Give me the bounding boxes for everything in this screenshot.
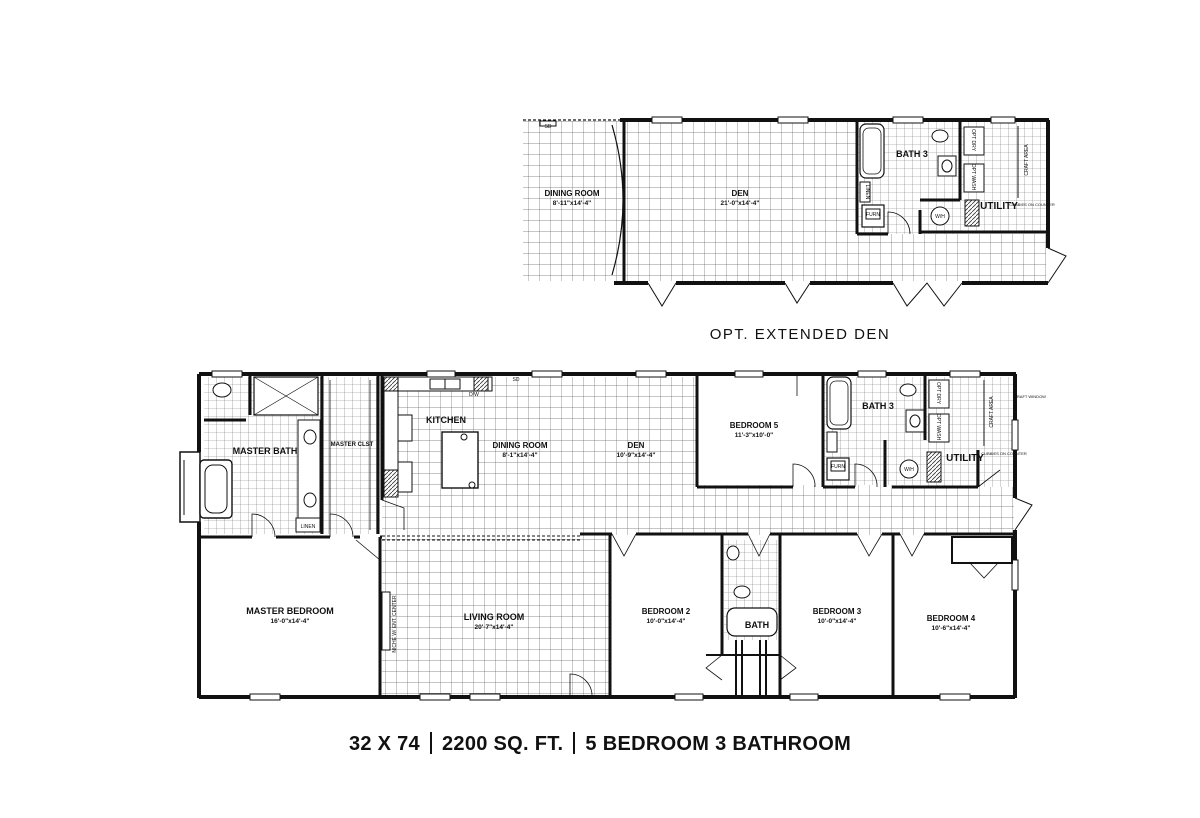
furn-label: FURN <box>831 464 845 470</box>
master-clst-label: MASTER CLST <box>331 442 374 448</box>
main-floor-plan: LINEN D/W SD FURN <box>179 370 1046 701</box>
bedroom5-label: BEDROOM 5 <box>730 421 779 430</box>
bedroom4-label: BEDROOM 4 <box>927 614 976 623</box>
bedroom4-dims: 10'-6"x14'-4" <box>932 625 971 632</box>
bath3-toilet <box>899 383 917 397</box>
master-linen <box>295 517 321 533</box>
main-interior-walls <box>199 374 1015 697</box>
divider <box>429 732 432 754</box>
opt-dining-room-dims: 8'-11"x14'-4" <box>553 200 592 207</box>
opt-craft-area-label: CRAFT AREA <box>1024 144 1030 176</box>
kitchen-range <box>397 414 413 442</box>
bedroom5-dims: 11'-3"x10'-0" <box>735 432 774 439</box>
living-room-dims: 20'-7"x14'-4" <box>475 624 514 631</box>
opt-cubbies-label: CUBBIES ON COUNTER <box>1009 202 1055 207</box>
hall-bath-tub <box>726 607 778 637</box>
opt-utility-label: UTILITY <box>980 201 1018 212</box>
main-windows <box>211 370 1019 701</box>
master-linen-label: LINEN <box>301 524 316 530</box>
plan-summary: 32 X 74 2200 SQ. FT. 5 BEDROOM 3 BATHROOM <box>0 732 1200 756</box>
master-bath-label: MASTER BATH <box>233 446 298 456</box>
bedroom4-closet <box>951 536 1013 564</box>
opt-toilet <box>931 129 949 143</box>
bedroom2-dims: 10'-0"x14'-4" <box>647 618 686 625</box>
master-clst-tiles <box>324 377 380 534</box>
den-dims: 10'-9"x14'-4" <box>617 452 656 459</box>
opt-den-label: DEN <box>732 189 749 198</box>
square-footage: 2200 SQ. FT. <box>441 733 564 755</box>
kitchen-island <box>441 431 479 489</box>
main-sd-label: SD <box>513 377 520 383</box>
optional-extended-den-plan: LINEN FURN W/H OPT DRY OPT WASH CRAFT AR… <box>523 116 1067 307</box>
bath3-label: BATH 3 <box>862 401 894 411</box>
craft-area-label-main: CRAFT AREA <box>989 396 995 428</box>
divider <box>573 732 576 754</box>
opt-dining-arch <box>611 124 624 276</box>
bedroom3-label: BEDROOM 3 <box>813 607 862 616</box>
bed-bath-count: 5 BEDROOM 3 BATHROOM <box>585 733 852 755</box>
dining-room-label: DINING ROOM <box>492 441 547 450</box>
living-tiles <box>382 535 610 696</box>
bath3-tub <box>826 376 852 430</box>
master-toilet <box>212 382 232 398</box>
home-size: 32 X 74 <box>348 733 420 755</box>
opt-dining-room-label: DINING ROOM <box>544 189 599 198</box>
opt-floor-tiles <box>523 121 856 281</box>
opt-water-heater <box>930 206 950 226</box>
opt-dry-label-main: OPT DRY <box>935 382 941 405</box>
opt-linen <box>859 181 871 203</box>
cubbies-label-main: CUBBIES ON COUNTER <box>981 451 1027 456</box>
opt-washer <box>963 163 985 193</box>
bedroom3-dims: 10'-0"x14'-4" <box>818 618 857 625</box>
dw-label: D/W <box>469 392 479 398</box>
opt-hall-tiles <box>856 234 1046 281</box>
water-heater <box>899 459 919 479</box>
niche-ent-center <box>381 591 391 651</box>
niche-label: NICHE W/ ENT. CENTER <box>392 595 398 653</box>
optional-plan-title: OPT. EXTENDED DEN <box>709 326 891 343</box>
opt-wash-label: OPT WASH <box>970 164 976 191</box>
opt-furn-label: FURN <box>866 212 880 218</box>
bedroom5-fill <box>697 377 823 485</box>
dining-room-dims: 8'-1"x14'-4" <box>502 452 537 459</box>
opt-wash-label-main: OPT WASH <box>935 414 941 441</box>
opt-sd-label: SD <box>545 124 552 130</box>
master-bedroom-label: MASTER BEDROOM <box>246 606 334 616</box>
utility-label: UTILITY <box>946 453 984 464</box>
hall-bath-toilet <box>733 585 751 599</box>
opt-dryer-main <box>928 379 950 409</box>
opt-bathtub <box>859 123 885 179</box>
bath-label: BATH <box>745 620 769 630</box>
living-room-label: LIVING ROOM <box>464 612 525 622</box>
opt-exterior-walls <box>523 118 1050 285</box>
kitchen-label: KITCHEN <box>426 415 466 425</box>
opt-linen-label: LINEN <box>864 185 870 200</box>
opt-wh-label: W/H <box>935 214 945 220</box>
kitchen-fridge <box>397 461 413 493</box>
opt-bath-walls <box>855 120 1048 236</box>
den-label: DEN <box>628 441 645 450</box>
bedroom2-label: BEDROOM 2 <box>642 607 691 616</box>
opt-windows <box>539 116 1016 127</box>
wh-label: W/H <box>904 467 914 473</box>
hall-bath-sink <box>726 545 740 561</box>
opt-den-dims: 21'-0"x14'-4" <box>721 200 760 207</box>
master-bedroom-dims: 16'-0"x14'-4" <box>271 618 310 625</box>
garden-tub-bumpout <box>179 451 233 523</box>
opt-dry-label: OPT DRY <box>970 129 976 152</box>
bath3-linen <box>826 431 838 453</box>
opt-dryer <box>963 126 985 156</box>
opt-washer-main <box>928 413 950 443</box>
opt-bath3-label: BATH 3 <box>896 149 928 159</box>
craft-window-label: CRAFT WINDOW <box>1014 394 1046 399</box>
